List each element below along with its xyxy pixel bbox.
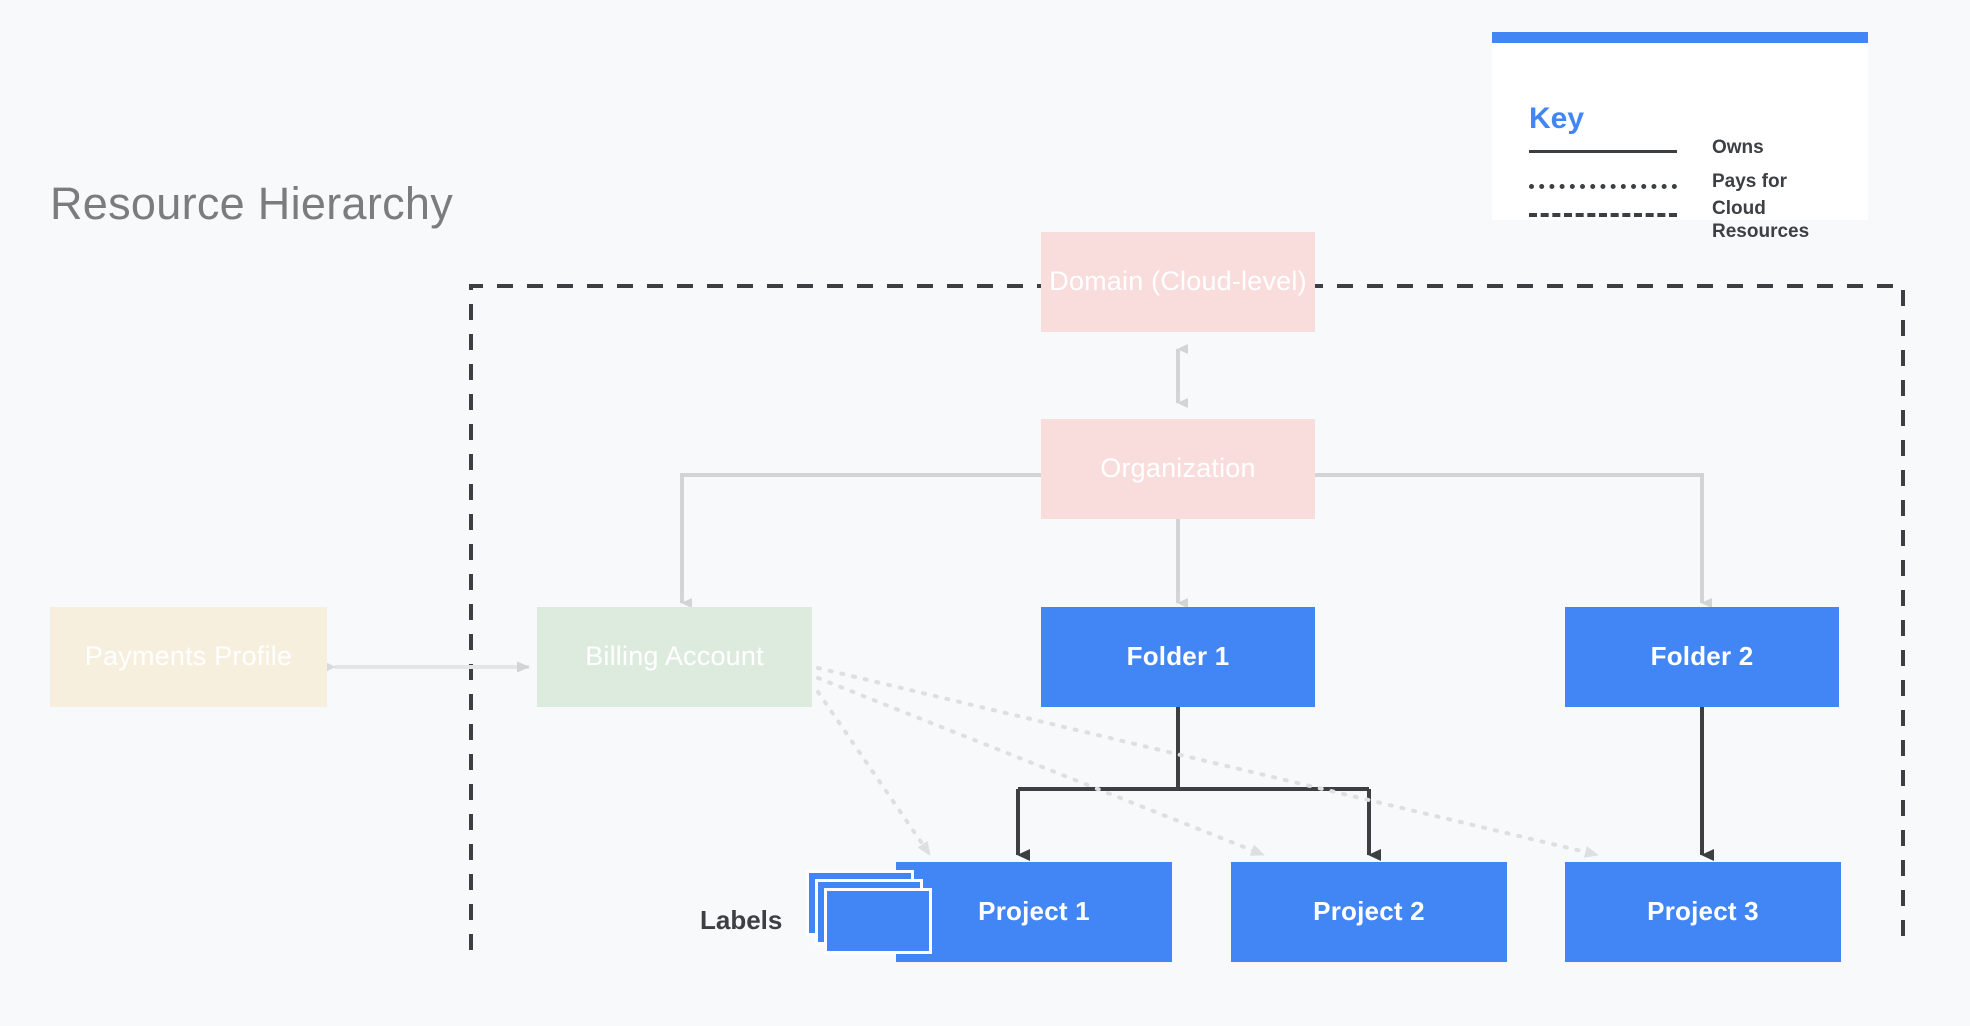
edge-payments-billing bbox=[322, 660, 530, 674]
node-project-1[interactable]: Project 1 bbox=[896, 862, 1172, 962]
node-project-2[interactable]: Project 2 bbox=[1231, 862, 1507, 962]
node-organization[interactable]: Organization bbox=[1041, 419, 1315, 519]
edge-organization-folder2 bbox=[1315, 473, 1712, 608]
key-label-cloud-resources: Cloud Resources bbox=[1712, 198, 1810, 243]
key-card-accent-bar bbox=[1492, 32, 1868, 43]
solid-line-icon bbox=[1529, 150, 1677, 153]
key-row-cloud-resources: Cloud Resources bbox=[1529, 198, 1849, 242]
key-label-pays-for: Pays for bbox=[1712, 171, 1787, 192]
node-payments-profile[interactable]: Payments Profile bbox=[50, 607, 327, 707]
node-folder-1[interactable]: Folder 1 bbox=[1041, 607, 1315, 707]
edge-organization-billing-account bbox=[680, 473, 1041, 608]
labels-stack-icon bbox=[806, 870, 946, 980]
key-row-owns: Owns bbox=[1529, 136, 1849, 166]
dashed-line-icon bbox=[1529, 213, 1677, 217]
page-title: Resource Hierarchy bbox=[50, 178, 454, 229]
key-label-owns: Owns bbox=[1712, 137, 1764, 158]
node-folder-2[interactable]: Folder 2 bbox=[1565, 607, 1839, 707]
dotted-line-icon bbox=[1529, 184, 1677, 189]
labels-caption: Labels bbox=[700, 905, 783, 935]
label-card-front bbox=[824, 888, 932, 954]
edge-billing-project1 bbox=[816, 690, 932, 857]
node-project-3[interactable]: Project 3 bbox=[1565, 862, 1841, 962]
edge-folder1-projects bbox=[1016, 707, 1381, 861]
node-billing-account[interactable]: Billing Account bbox=[537, 607, 812, 707]
node-domain[interactable]: Domain (Cloud-level) bbox=[1041, 232, 1315, 332]
key-title: Key bbox=[1529, 102, 1585, 135]
key-row-pays-for: Pays for bbox=[1529, 170, 1849, 200]
key-card: Key Owns Pays for Cloud Resources bbox=[1492, 32, 1868, 242]
